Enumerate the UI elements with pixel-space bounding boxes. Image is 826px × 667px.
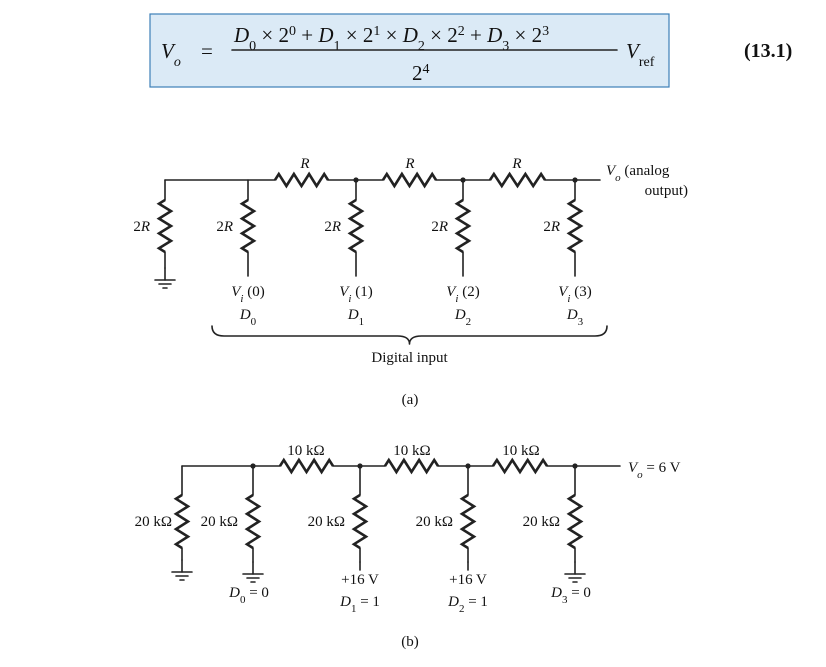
digital-bit-label: D0 = 0 <box>228 585 269 606</box>
equation-vref: Vref <box>626 39 655 70</box>
shunt-resistor-label: 20 kΩ <box>135 514 172 530</box>
shunt-resistor <box>173 493 191 550</box>
digital-bit-label: D3 <box>566 307 584 328</box>
series-resistor <box>491 457 549 475</box>
digital-bit-label: D2 = 1 <box>447 594 488 615</box>
input-voltage-label: Vi (2) <box>446 284 479 305</box>
series-resistor-label: 10 kΩ <box>502 443 539 459</box>
input-voltage-label: Vi (3) <box>558 284 591 305</box>
ground-icon <box>171 559 193 581</box>
shunt-resistor-label: 20 kΩ <box>416 514 453 530</box>
digital-bit-label: D3 = 0 <box>550 585 591 606</box>
series-resistor <box>488 171 547 189</box>
series-resistor <box>383 457 440 475</box>
shunt-resistor <box>566 493 584 550</box>
shunt-resistor <box>566 198 584 254</box>
digital-input-label: Digital input <box>371 350 448 366</box>
digital-bit-label: D1 <box>347 307 364 328</box>
shunt-resistor-label: 20 kΩ <box>201 514 238 530</box>
series-resistor-label: R <box>299 156 309 172</box>
output-label-line2: output) <box>645 183 688 199</box>
shunt-resistor <box>347 198 365 254</box>
shunt-resistor <box>156 198 174 254</box>
series-resistor <box>273 171 330 189</box>
shunt-resistor-label: 2R <box>216 219 233 235</box>
shunt-resistor <box>351 493 369 550</box>
input-voltage-label: Vi (1) <box>339 284 372 305</box>
shunt-resistor-label: 20 kΩ <box>308 514 345 530</box>
shunt-resistor-label: 2R <box>431 219 448 235</box>
shunt-resistor <box>454 198 472 254</box>
equation-denominator: 24 <box>412 61 430 85</box>
digital-bit-label: D0 <box>239 307 257 328</box>
ground-icon <box>154 267 176 289</box>
output-value-label: Vo = 6 V <box>628 460 681 481</box>
output-label: Vo (analog <box>606 163 670 184</box>
input-voltage-label: +16 V <box>341 572 379 588</box>
shunt-resistor-label: 2R <box>324 219 341 235</box>
equation-numerator: D0 × 20 + D1 × 21 × D2 × 22 + D3 × 23 <box>233 23 549 54</box>
digital-bit-label: D2 <box>454 307 471 328</box>
digital-bit-label: D1 = 1 <box>339 594 380 615</box>
series-resistor-label: R <box>511 156 521 172</box>
digital-input-brace <box>211 325 608 345</box>
equation-number: (13.1) <box>744 40 792 62</box>
figure-a-caption: (a) <box>402 392 419 408</box>
equation-13-1: Vo = D0 × 20 + D1 × 21 × D2 × 22 + D3 × … <box>149 13 670 88</box>
ladder-network-b: 10 kΩ 10 kΩ 10 kΩ Vo = 6 V 20 kΩ 20 kΩ D0 = 0 2… <box>135 443 681 650</box>
series-resistor-label: R <box>404 156 414 172</box>
input-voltage-label: +16 V <box>449 572 487 588</box>
equation-equals: = <box>201 39 213 63</box>
shunt-resistor-label: 2R <box>543 219 560 235</box>
shunt-resistor <box>244 493 262 550</box>
input-voltage-label: Vi (0) <box>231 284 264 305</box>
series-resistor-label: 10 kΩ <box>393 443 430 459</box>
series-resistor-label: 10 kΩ <box>287 443 324 459</box>
shunt-resistor-label: 20 kΩ <box>523 514 560 530</box>
series-resistor <box>381 171 438 189</box>
equation-lhs: Vo <box>161 39 181 70</box>
series-resistor <box>278 457 335 475</box>
shunt-resistor-label: 2R <box>133 219 150 235</box>
ground-icon <box>242 561 264 583</box>
ground-icon <box>564 561 586 583</box>
figure-b-caption: (b) <box>401 634 419 650</box>
shunt-resistor <box>459 493 477 550</box>
shunt-resistor <box>239 198 257 254</box>
